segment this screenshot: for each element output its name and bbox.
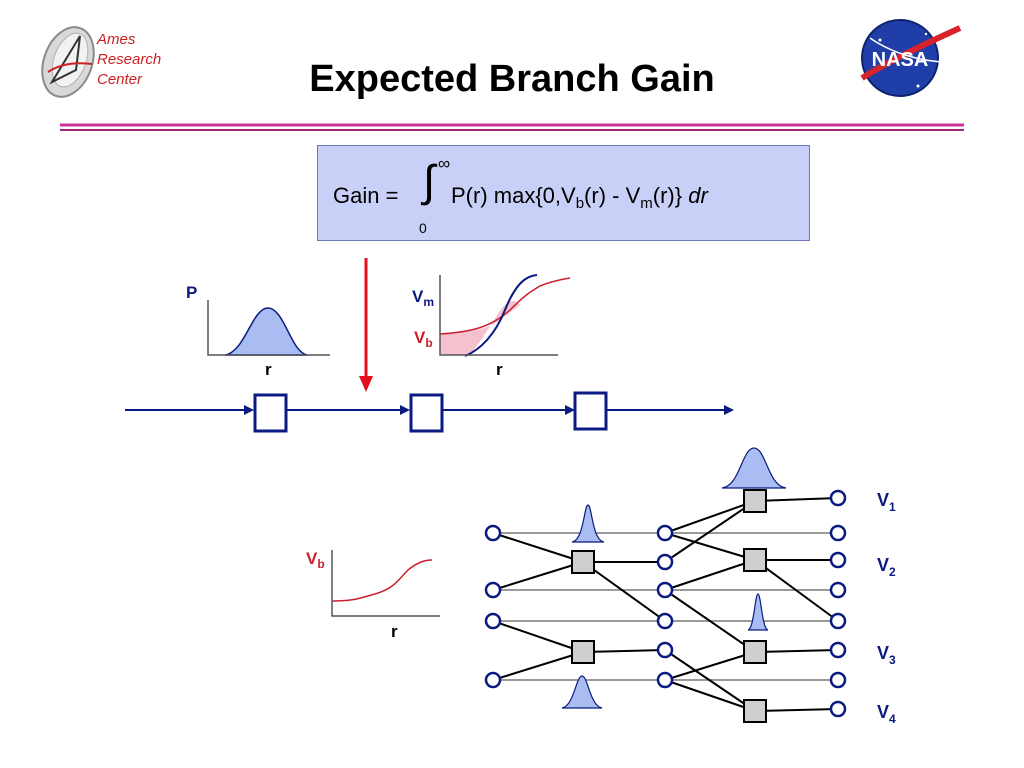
output-label-v4-base: V [877, 702, 890, 722]
p-plot-ylabel: P [186, 283, 198, 302]
output-label-v1-base: V [877, 490, 890, 510]
output-label-v4: V4 [877, 702, 896, 726]
formula-sub-b: b [575, 195, 585, 212]
vb-plot-ylabel: Vb [306, 549, 325, 571]
pipeline-node-1 [253, 393, 288, 433]
output-label-v1: V1 [877, 490, 896, 514]
nasa-wordmark: NASA [872, 49, 929, 71]
output-label-v1-sub: 1 [889, 500, 896, 514]
page-title: Expected Branch Gain [309, 58, 715, 100]
v-plot-ylabel-m-base: V [412, 287, 424, 306]
v-plot [439, 274, 571, 357]
integral-lower-limit: 0 [419, 220, 427, 236]
title-divider [60, 123, 964, 131]
v-plot-ylabel-m: Vm [412, 287, 434, 309]
v-plot-ylabel-b-sub: b [425, 336, 433, 350]
formula-body: P(r) max{0,Vb(r) - Vm(r)} dr [451, 183, 708, 212]
output-label-v3-sub: 3 [889, 653, 896, 667]
pipeline-node-2 [409, 393, 444, 433]
formula-lhs: Gain = [333, 183, 399, 208]
vb-plot-xlabel: r [391, 622, 398, 641]
vb-plot-ylabel-sub: b [317, 557, 325, 571]
output-label-v4-sub: 4 [889, 712, 896, 726]
logo-line-ames: Ames [97, 31, 136, 48]
vb-plot [331, 550, 440, 617]
ames-logo [41, 26, 95, 98]
v-plot-ylabel-b: Vb [414, 328, 433, 350]
formula-sub-m: m [640, 195, 653, 212]
formula-body-mid: (r) - V [584, 183, 641, 208]
output-label-v2: V2 [877, 555, 896, 579]
output-label-v2-sub: 2 [889, 565, 896, 579]
formula-body-prefix: P(r) max{0,V [451, 183, 576, 208]
v-plot-ylabel-b-base: V [414, 328, 426, 347]
network-diagram [484, 447, 847, 723]
output-label-v2-base: V [877, 555, 890, 575]
nasa-logo: NASA [860, 19, 962, 97]
formula-box: Gain = ∫ ∞ 0 P(r) max{0,Vb(r) - Vm(r)} d… [317, 145, 810, 241]
integral-sign: ∫ [423, 157, 436, 206]
output-label-v3: V3 [877, 643, 896, 667]
pipeline-node-3 [573, 391, 608, 431]
v-plot-xlabel: r [496, 360, 503, 379]
vb-plot-ylabel-base: V [306, 549, 318, 568]
formula-body-suffix: (r)} [652, 183, 683, 208]
formula-differential: dr [688, 183, 708, 208]
red-arrow [359, 258, 373, 392]
logo-line-center: Center [97, 71, 143, 88]
p-plot-xlabel: r [265, 360, 272, 379]
p-plot [207, 300, 330, 356]
ames-logo-text: Ames Research Center [97, 30, 161, 90]
pipeline-chain [125, 391, 734, 433]
logo-line-research: Research [97, 51, 162, 68]
v-plot-ylabel-m-sub: m [423, 295, 435, 309]
integral-upper-limit: ∞ [438, 154, 451, 173]
output-label-v3-base: V [877, 643, 890, 663]
